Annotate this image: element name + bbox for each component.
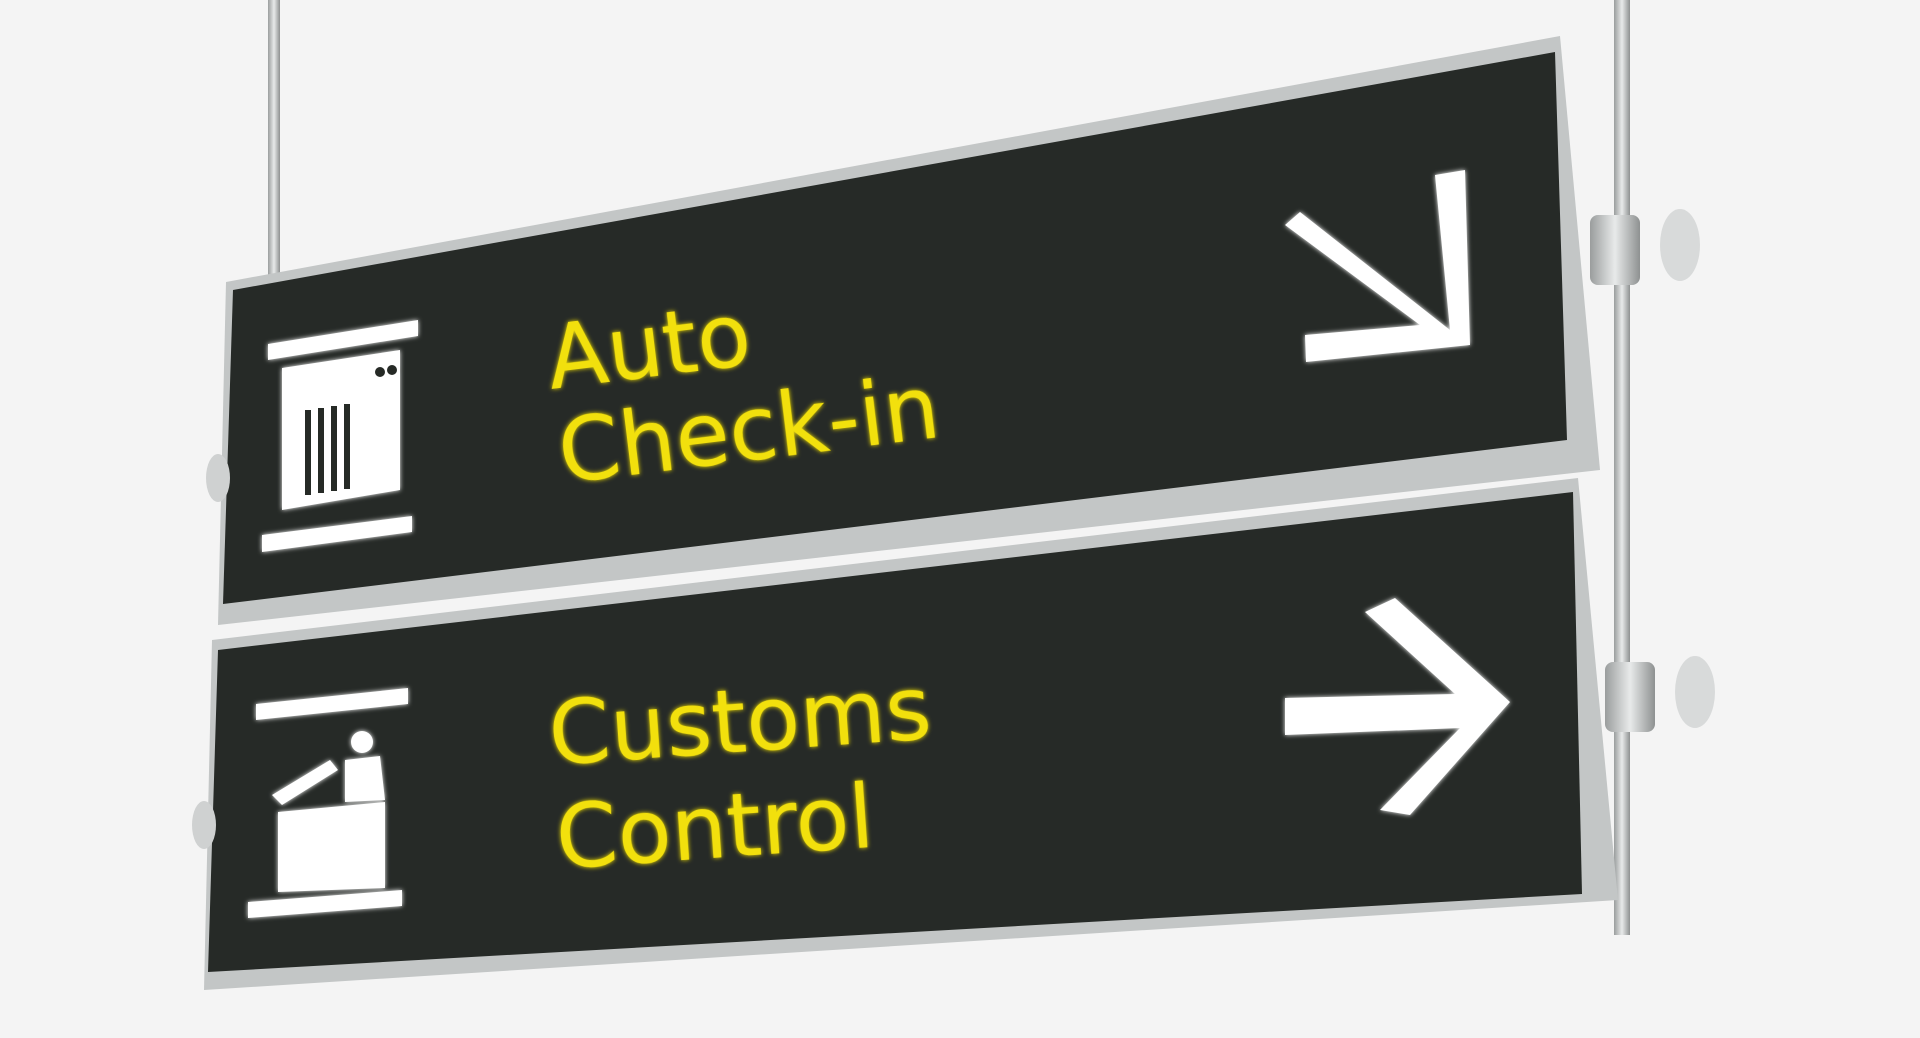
customs-officer-desk-icon bbox=[248, 688, 408, 918]
mount-knob bbox=[1605, 656, 1715, 732]
mount-knob bbox=[192, 801, 216, 849]
sign-line-2: Control bbox=[553, 765, 878, 890]
sign-customs-control: Customs Control bbox=[204, 478, 1618, 990]
mount-knob bbox=[206, 454, 230, 502]
sign-panel bbox=[223, 52, 1567, 604]
sign-auto-check-in: Auto Check-in bbox=[218, 36, 1600, 625]
arrow-down-right-icon bbox=[1285, 170, 1470, 362]
sign-line-1: Auto bbox=[541, 283, 756, 410]
mount-knob bbox=[1590, 209, 1700, 285]
right-suspension-rod bbox=[1614, 0, 1630, 935]
sign-panel bbox=[208, 492, 1582, 972]
left-suspension-rod bbox=[268, 0, 280, 292]
arrow-right-icon bbox=[1285, 598, 1510, 815]
check-in-kiosk-icon bbox=[262, 320, 418, 552]
